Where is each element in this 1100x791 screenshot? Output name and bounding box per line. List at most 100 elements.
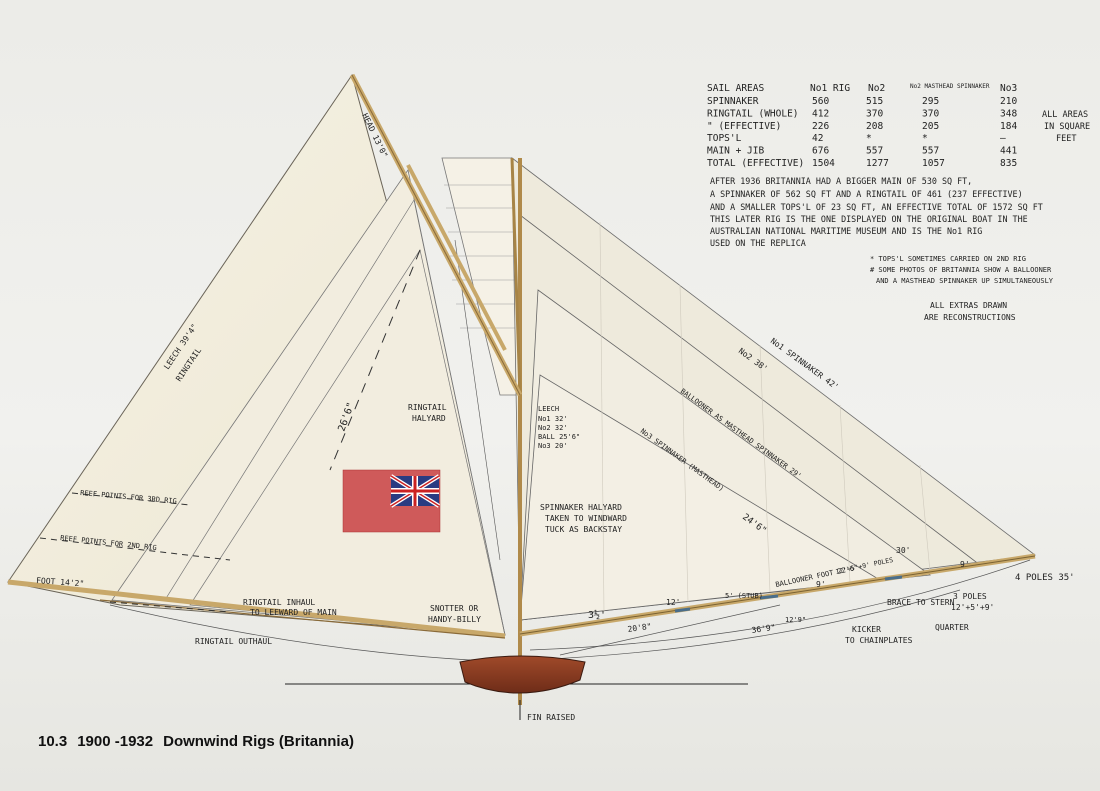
inner-gaff: [406, 164, 507, 351]
table-cell: 210: [1000, 96, 1017, 107]
figure-caption: 10.3 1900 -1932 Downwind Rigs (Britannia): [38, 733, 364, 750]
table-cell: 208: [866, 121, 883, 132]
label-dim-34: 3½': [588, 609, 606, 621]
table-cell: 42: [812, 133, 823, 144]
table-cell: 557: [866, 146, 883, 157]
topsail: [441, 157, 521, 396]
table-cell: 676: [812, 146, 829, 157]
table-cell: 184: [1000, 121, 1017, 132]
table-cell: 441: [1000, 146, 1017, 157]
hull: [459, 655, 586, 694]
caption-title: Downwind Rigs (Britannia): [163, 733, 354, 750]
table-cell: 412: [812, 108, 829, 119]
table-cell: 295: [922, 96, 939, 107]
label-four-poles: 4 POLES 35': [1015, 573, 1075, 583]
table-cell: 370: [866, 108, 883, 119]
table-header-1: No1 RIG: [810, 83, 850, 94]
topmast: [510, 157, 522, 396]
caption-number: 10.3: [38, 733, 68, 750]
table-row-label: TOPS'L: [707, 133, 742, 144]
label-kicker-0: KICKER: [852, 625, 881, 634]
table-header-3: No2 MASTHEAD SPINNAKER: [910, 83, 990, 90]
note-line-3: THIS LATER RIG IS THE ONE DISPLAYED ON T…: [710, 214, 1028, 224]
label-snotter-0: SNOTTER OR: [430, 604, 478, 613]
label-dim-208: 20'8": [627, 622, 652, 634]
side-note-1: IN SQUARE: [1044, 122, 1090, 132]
label-inhaul-0: RINGTAIL INHAUL: [243, 598, 315, 607]
gaff-edge: [351, 74, 521, 396]
label-kicker-1: TO CHAINPLATES: [845, 636, 913, 645]
boom: [7, 579, 506, 639]
label-spin-halyard-2: TUCK AS BACKSTAY: [545, 525, 622, 534]
red-ensign-flag: [342, 469, 441, 533]
table-cell: 348: [1000, 108, 1017, 119]
label-leech-block-1: No1 32': [538, 415, 568, 423]
table-cell: —: [1000, 133, 1006, 144]
extras-line-0: ALL EXTRAS DRAWN: [930, 301, 1007, 310]
caption-years: 1900 -1932: [77, 733, 154, 750]
ringtail-halyard-line: [454, 239, 501, 561]
table-cell: 560: [812, 96, 829, 107]
table-cell: *: [922, 133, 928, 144]
sail-area-table: SAIL AREAS No1 RIG No2 No2 MASTHEAD SPIN…: [707, 83, 1090, 169]
table-header-2: No2: [868, 83, 885, 94]
spinnaker-seams: [599, 221, 931, 613]
label-brace-1: QUARTER: [935, 623, 969, 632]
table-cell: 1504: [812, 158, 835, 169]
note-line-0: AFTER 1936 BRITANNIA HAD A BIGGER MAIN O…: [710, 176, 972, 186]
table-cell: 370: [922, 108, 939, 119]
table-header-4: No3: [1000, 83, 1017, 94]
label-ringtail-halyard-1: HALYARD: [412, 414, 446, 423]
topsail-seams: [444, 184, 518, 329]
footnote-1: # SOME PHOTOS OF BRITANNIA SHOW A BALLOO…: [870, 266, 1052, 274]
label-ringtail-halyard-0: RINGTAIL: [408, 403, 447, 412]
label-three-poles-1: 12'+5'+9': [951, 603, 994, 612]
pole-joints: [674, 575, 903, 613]
label-foot: FOOT 14'2": [36, 576, 85, 588]
table-row-label: RINGTAIL (WHOLE): [707, 108, 799, 119]
table-row-label: " (EFFECTIVE): [707, 121, 781, 132]
label-dim-30: 30': [896, 546, 910, 555]
label-leech-block-2: No2 32': [538, 424, 568, 432]
table-row-label: TOTAL (EFFECTIVE): [707, 158, 804, 169]
table-cell: 1277: [866, 158, 889, 169]
table-cell: *: [866, 133, 872, 144]
footnote-2: AND A MASTHEAD SPINNAKER UP SIMULTANEOUS…: [876, 277, 1054, 285]
reef-points: [39, 492, 231, 613]
label-dim-12a: 12': [666, 598, 680, 607]
footnote-0: * TOPS'L SOMETIMES CARRIED ON 2ND RIG: [870, 255, 1026, 263]
label-leech-block-4: No3 20': [538, 442, 568, 450]
label-leech-block-0: LEECH: [538, 405, 559, 413]
table-cell: 515: [866, 96, 883, 107]
note-line-1: A SPINNAKER OF 562 SQ FT AND A RINGTAIL …: [710, 189, 1023, 199]
no3-spinnaker: [519, 374, 882, 621]
label-dim-5: 5' (STUB): [725, 592, 763, 600]
label-spin-halyard-0: SPINNAKER HALYARD: [540, 503, 622, 512]
table-row-label: MAIN + JIB: [707, 146, 764, 157]
note-line-2: AND A SMALLER TOPS'L OF 23 SQ FT, AN EFF…: [710, 202, 1043, 212]
running-rigging: [109, 559, 1031, 661]
label-leech-block-3: BALL 25'6": [538, 433, 580, 441]
label-inhaul-1: TO LEEWARD OF MAIN: [250, 608, 337, 617]
note-line-4: AUSTRALIAN NATIONAL MARITIME MUSEUM AND …: [710, 226, 982, 236]
table-cell: 1057: [922, 158, 945, 169]
label-spin-halyard-1: TAKEN TO WINDWARD: [545, 514, 627, 523]
side-note-0: ALL AREAS: [1042, 110, 1088, 120]
table-cell: 835: [1000, 158, 1017, 169]
table-row-label: SPINNAKER: [707, 96, 759, 107]
footnotes: * TOPS'L SOMETIMES CARRIED ON 2ND RIG # …: [870, 255, 1054, 285]
label-dim-9b: 9': [816, 580, 826, 589]
table-cell: 226: [812, 121, 829, 132]
history-notes: AFTER 1936 BRITANNIA HAD A BIGGER MAIN O…: [710, 176, 1043, 248]
side-note-2: FEET: [1056, 134, 1076, 144]
label-dim-369: 36'9": [751, 623, 776, 635]
extras-line-1: ARE RECONSTRUCTIONS: [924, 313, 1016, 322]
table-cell: 557: [922, 146, 939, 157]
table-cell: 205: [922, 121, 939, 132]
label-three-poles-0: 3 POLES: [953, 592, 987, 601]
label-snotter-1: HANDY-BILLY: [428, 615, 481, 624]
table-header-0: SAIL AREAS: [707, 83, 764, 94]
label-brace-0: BRACE TO STERN: [887, 598, 955, 607]
